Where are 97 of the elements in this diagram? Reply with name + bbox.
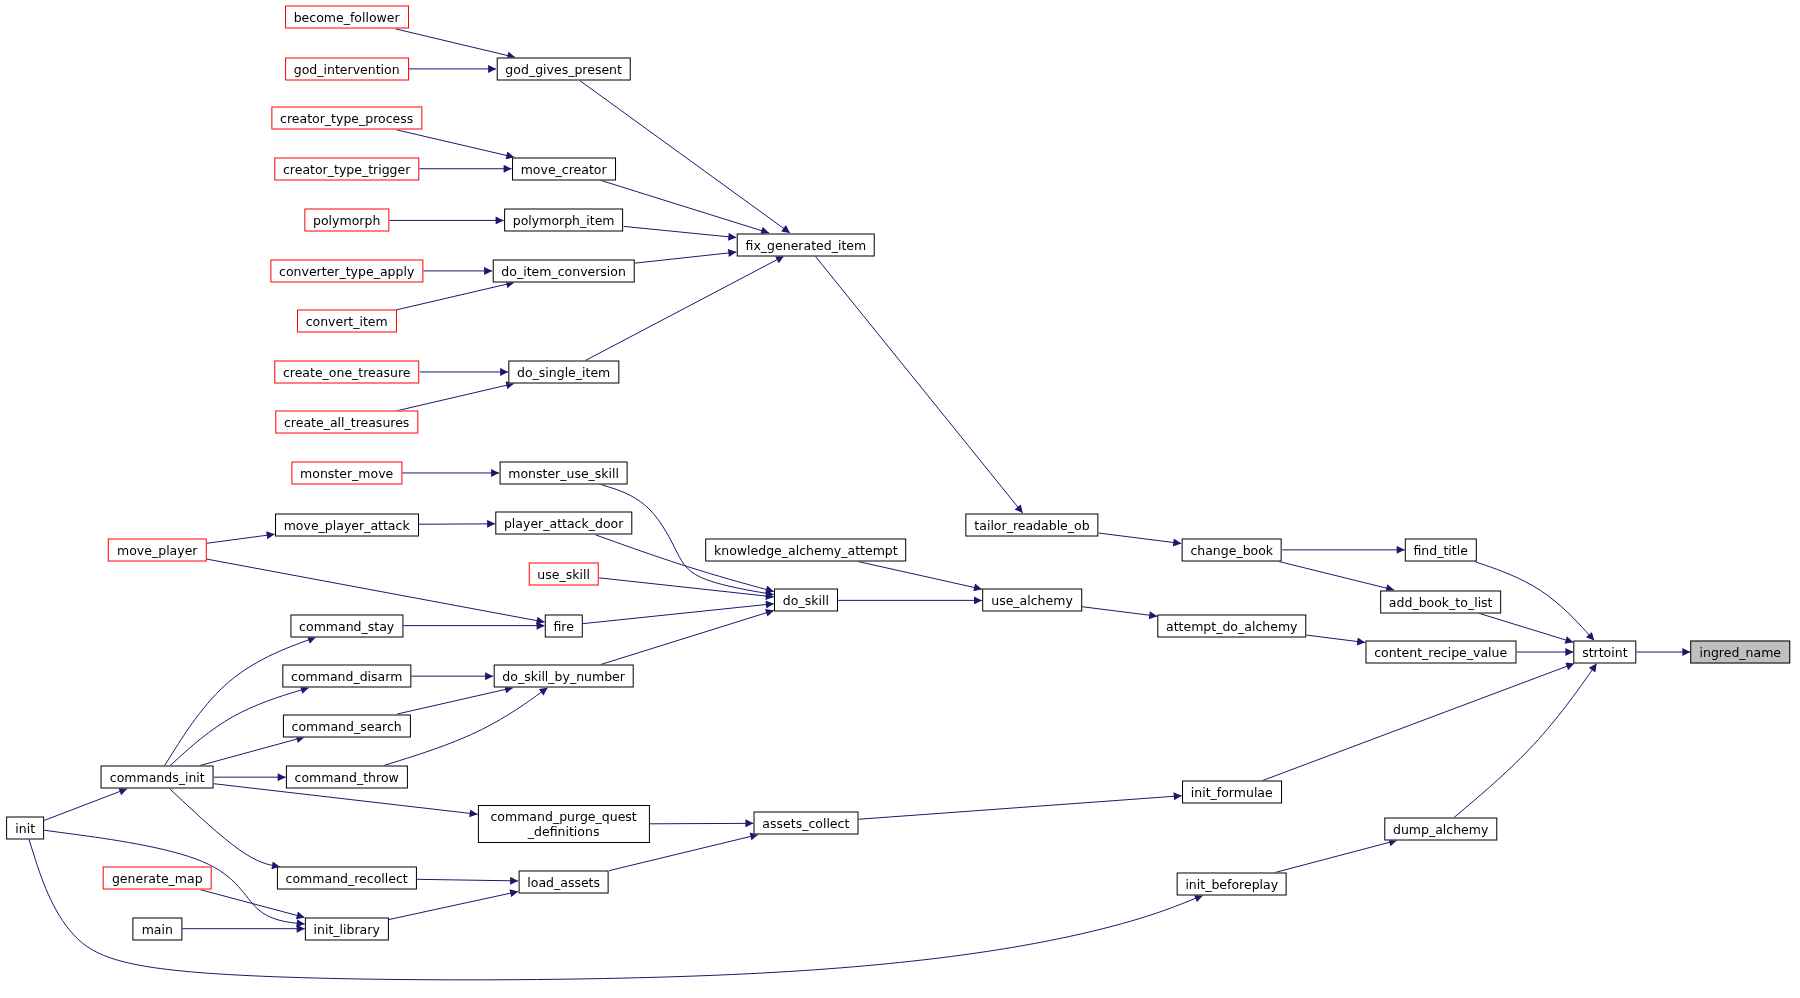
arrow <box>1515 648 1574 657</box>
arrow <box>585 255 785 361</box>
arrow <box>1453 663 1598 818</box>
arrow <box>582 600 775 625</box>
arrow <box>634 249 737 264</box>
function-box: monster_move <box>291 461 403 485</box>
arrow <box>418 519 496 528</box>
arrow <box>623 225 737 241</box>
arrow <box>205 558 546 625</box>
arrow <box>1473 560 1595 642</box>
arrow <box>382 687 549 767</box>
function-box: create_one_treasure <box>273 360 420 384</box>
arrow <box>1098 532 1182 547</box>
function-box: command_recollect <box>276 866 417 890</box>
arrow <box>43 829 306 928</box>
function-box: player_attack_door <box>494 511 633 535</box>
arrow <box>595 534 775 594</box>
function-box: do_skill <box>773 588 838 612</box>
arrow <box>43 787 128 821</box>
function-box: command_disarm <box>282 664 412 688</box>
arrow <box>422 266 493 275</box>
function-box: strtoint <box>1573 640 1637 664</box>
arrow <box>181 924 306 933</box>
function-box: polymorph_item <box>503 208 624 232</box>
arrow <box>599 608 775 666</box>
arrow <box>410 672 494 681</box>
arrow <box>1281 545 1406 554</box>
function-box: use_alchemy <box>982 588 1082 612</box>
function-box: knowledge_alchemy_attempt <box>705 538 907 562</box>
function-box: god_intervention <box>284 57 409 81</box>
function-box: tailor_readable_ob <box>965 513 1099 537</box>
function-box: fire <box>544 614 583 638</box>
function-box: init <box>6 816 45 840</box>
function-box: generate_map <box>102 866 212 890</box>
function-box: commands_init <box>100 765 214 789</box>
arrow <box>837 596 983 605</box>
function-box: load_assets <box>518 870 609 894</box>
arrow <box>608 832 759 872</box>
function-box: do_skill_by_number <box>493 664 634 688</box>
arrow <box>408 64 497 73</box>
arrow <box>649 819 754 828</box>
function-box: change_book <box>1181 538 1283 562</box>
function-box: add_book_to_list <box>1379 590 1502 613</box>
function-box: creator_type_process <box>271 106 423 130</box>
arrow <box>416 876 519 885</box>
arrow <box>579 79 791 234</box>
function-box: find_title <box>1404 538 1477 562</box>
arrow <box>1635 648 1691 657</box>
function-box: attempt_do_alchemy <box>1157 614 1307 638</box>
function-box: dump_alchemy <box>1384 817 1498 841</box>
arrow <box>213 783 479 818</box>
arrow <box>1261 662 1575 782</box>
arrow <box>402 621 546 630</box>
function-box: convert_item <box>296 309 397 333</box>
function-box: polymorph <box>304 208 390 232</box>
function-box: move_player <box>108 538 207 562</box>
arrow <box>213 773 287 782</box>
arrow <box>857 792 1183 820</box>
function-box: creator_type_trigger <box>273 157 420 181</box>
function-box: create_all_treasures <box>274 410 419 434</box>
function-box: move_player_attack <box>274 513 419 537</box>
function-box: converter_type_apply <box>270 259 424 283</box>
arrow <box>169 686 310 767</box>
arrow <box>1081 606 1158 620</box>
function-box: monster_use_skill <box>499 461 629 485</box>
function-box: content_recipe_value <box>1365 640 1517 664</box>
arrow <box>814 255 1024 514</box>
arrow <box>169 788 281 870</box>
function-box: command_stay <box>290 614 404 638</box>
function-box: assets_collect <box>753 811 859 835</box>
function-box: command_purge_quest _definitions <box>477 805 650 844</box>
arrow <box>388 216 505 225</box>
function-box: become_follower <box>284 5 409 29</box>
function-box: do_item_conversion <box>492 259 635 283</box>
arrow <box>1305 634 1366 646</box>
function-box: command_throw <box>285 765 408 789</box>
function-box: ingred_name <box>1690 640 1791 664</box>
function-box: main <box>132 917 182 941</box>
function-box: fix_generated_item <box>736 233 876 256</box>
arrow <box>388 889 519 921</box>
function-box: use_skill <box>528 562 599 586</box>
function-box: command_search <box>282 714 411 737</box>
arrow <box>598 577 775 600</box>
arrow <box>419 367 509 376</box>
arrow <box>401 468 500 477</box>
arrow <box>28 838 1204 981</box>
function-box: init_beforeplay <box>1176 872 1288 896</box>
function-box: god_gives_present <box>496 57 631 81</box>
function-box: init_library <box>304 917 389 941</box>
function-box: do_single_item <box>507 360 620 384</box>
arrow <box>395 280 515 311</box>
arrow <box>418 164 513 173</box>
function-box: init_formulae <box>1181 780 1282 804</box>
arrow <box>164 636 317 767</box>
function-box: move_creator <box>511 157 616 181</box>
arrow <box>600 483 775 598</box>
arrow <box>205 531 276 544</box>
